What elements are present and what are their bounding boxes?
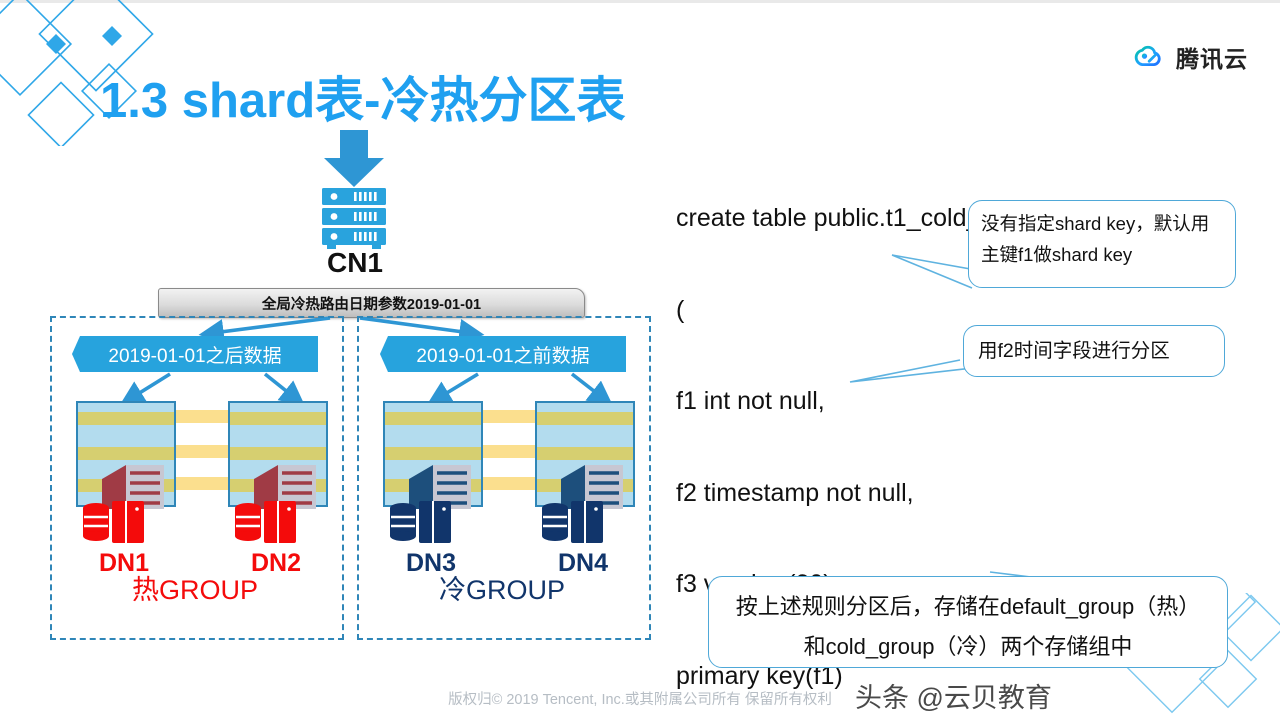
node-dn3[interactable]: DN3: [383, 401, 483, 577]
down-arrow-icon: [324, 130, 384, 187]
code-line: f1 int not null,: [676, 387, 825, 415]
database-server-icon: [235, 501, 296, 543]
callout-shard-key-text: 没有指定shard key，默认用主键f1做shard key: [981, 213, 1210, 265]
server-rack-icon: [322, 188, 386, 249]
cold-date-label: 2019-01-01之前数据: [380, 336, 626, 372]
watermark-text: 头条 @云贝教育: [855, 683, 1052, 713]
hot-group-label: 热GROUP: [131, 575, 258, 605]
node-dn1[interactable]: DN1: [76, 401, 176, 577]
cn-node-label: CN1: [326, 247, 383, 278]
partition-link-bar: [479, 410, 537, 423]
node-dn2[interactable]: DN2: [228, 401, 328, 577]
group-hot-boundary: [50, 316, 344, 640]
dn1-label: DN1: [98, 549, 149, 577]
callout-partition-field-text: 用f2时间字段进行分区: [978, 340, 1170, 362]
hot-date-text: 2019-01-01之后数据: [108, 345, 282, 367]
database-server-icon: [542, 501, 603, 543]
code-line: (: [676, 295, 685, 324]
partition-link-bar: [479, 477, 537, 490]
database-server-icon: [83, 501, 144, 543]
dn2-label: DN2: [250, 549, 301, 577]
code-line: f2 timestamp not null,: [676, 478, 914, 507]
callout-partition-field: 用f2时间字段进行分区: [963, 325, 1225, 377]
dn4-label: DN4: [557, 549, 608, 577]
callout-storage-groups: 按上述规则分区后，存储在default_group（热）和cold_group（…: [708, 576, 1228, 668]
partition-link-bar: [479, 445, 537, 458]
tencent-cloud-logo-icon: [1134, 45, 1161, 67]
brand-logo: 腾讯云: [1133, 40, 1248, 74]
cold-date-text: 2019-01-01之前数据: [416, 345, 590, 367]
partition-link-bar: [172, 477, 230, 490]
dn3-label: DN3: [405, 549, 456, 577]
page-title: 1.3 shard表-冷热分区表: [100, 73, 626, 128]
callout-shard-key: 没有指定shard key，默认用主键f1做shard key: [968, 200, 1236, 288]
partition-link-bar: [172, 445, 230, 458]
database-server-icon: [390, 501, 451, 543]
footer-copyright: 版权归© 2019 Tencent, Inc.或其附属公司所有 保留所有权利: [448, 692, 832, 708]
architecture-diagram: CN1 全局冷热路由日期参数2019-01-01 2019-01-: [0, 110, 670, 670]
partition-link-bar: [172, 410, 230, 423]
route-parameter-bar: 全局冷热路由日期参数2019-01-01: [158, 288, 585, 318]
route-parameter-text: 全局冷热路由日期参数2019-01-01: [261, 296, 482, 313]
top-divider: [0, 0, 1280, 3]
cold-group-label: 冷GROUP: [438, 575, 565, 605]
hot-date-label: 2019-01-01之后数据: [72, 336, 318, 372]
brand-name: 腾讯云: [1176, 46, 1248, 72]
node-dn4[interactable]: DN4: [535, 401, 635, 577]
warehouse-icon: [409, 465, 471, 509]
warehouse-icon: [254, 465, 316, 509]
group-cold-boundary: [357, 316, 651, 640]
warehouse-icon: [561, 465, 623, 509]
callout-storage-groups-text: 按上述规则分区后，存储在default_group（热）和cold_group（…: [735, 594, 1201, 659]
warehouse-icon: [102, 465, 164, 509]
